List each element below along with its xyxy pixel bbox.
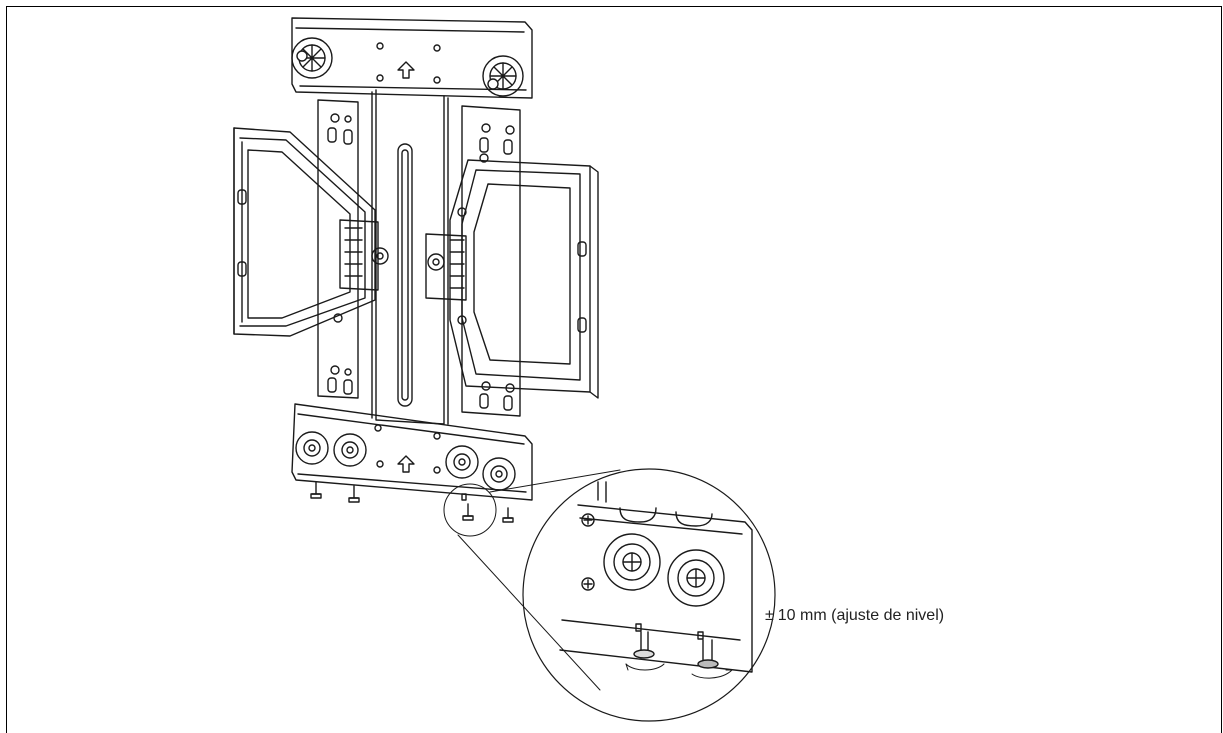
- plus-minus-symbol: ±: [765, 607, 774, 624]
- top-rail: [291, 17, 533, 99]
- callout-line-bottom: [457, 534, 601, 691]
- bottom-rail: [291, 403, 533, 523]
- right-inner-plate: [461, 105, 521, 417]
- screw-icon: [374, 424, 441, 474]
- detail-wheel-right: [667, 549, 725, 607]
- left-swing-arm: [233, 127, 389, 337]
- callout-source-circle: [443, 483, 497, 537]
- level-adjustment-annotation: ±10 mm (ajuste de nivel): [765, 607, 944, 625]
- detail-wheel-left: [603, 533, 661, 591]
- annotation-text: 10 mm (ajuste de nivel): [777, 607, 945, 624]
- leveling-feet: [310, 481, 514, 523]
- detail-callout: [443, 468, 776, 722]
- up-arrow-icon: [397, 61, 415, 79]
- top-left-wheel: [291, 37, 333, 79]
- right-swing-arm: [425, 153, 599, 399]
- bottom-wheel-4: [482, 457, 516, 491]
- bottom-wheel-3: [445, 445, 479, 479]
- callout-line-top: [489, 469, 621, 493]
- diagram-frame: [6, 6, 1222, 733]
- bottom-wheel-2: [333, 433, 367, 467]
- screw-icon: [581, 513, 595, 591]
- rotation-arrow-icon: [625, 663, 665, 671]
- screw-icon: [376, 42, 441, 84]
- bottom-wheel-1: [295, 431, 329, 465]
- top-right-wheel: [482, 55, 524, 97]
- detail-leveling-bolts: [633, 623, 719, 669]
- up-arrow-icon: [397, 455, 415, 473]
- rotation-arrow-icon: [691, 669, 733, 679]
- left-inner-plate: [317, 99, 359, 399]
- detail-magnified: [559, 481, 753, 679]
- detail-circle: [522, 468, 776, 722]
